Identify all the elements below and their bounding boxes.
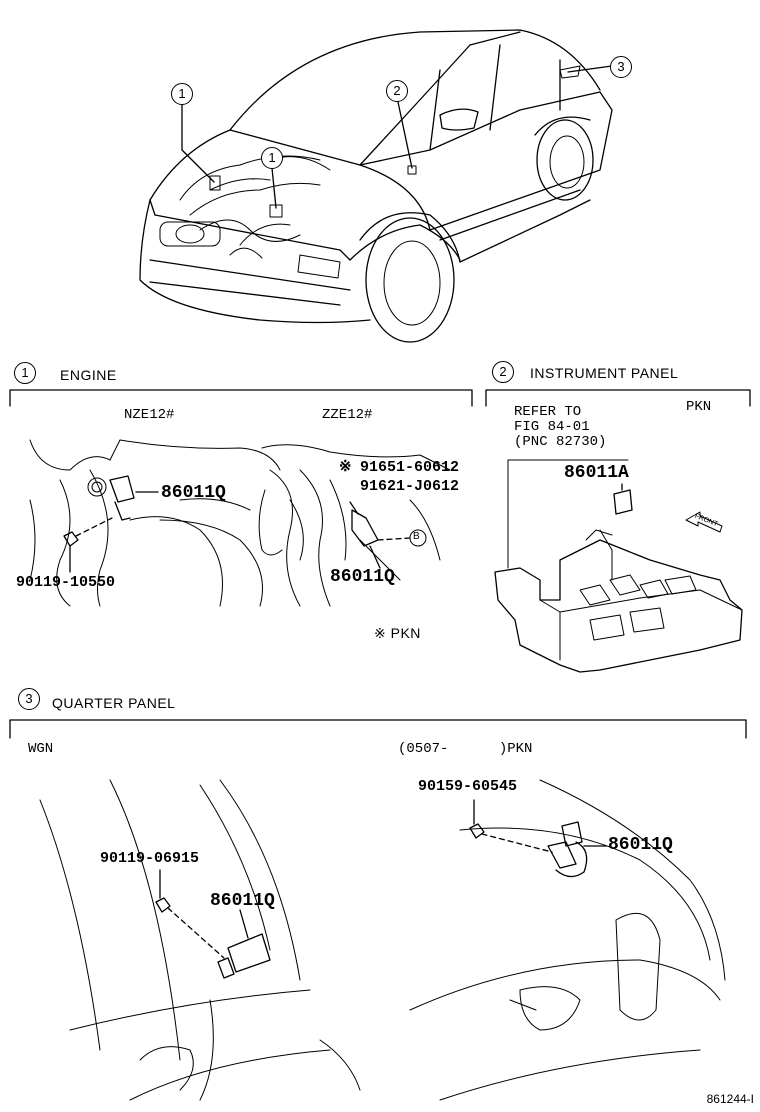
- section-frames: [9, 389, 751, 739]
- callout-1-top-left[interactable]: 1: [171, 83, 193, 105]
- engine-zze-b-mark: B: [413, 531, 420, 542]
- catalog-figure-code: 861244-I: [706, 1092, 754, 1106]
- callout-3-quarter[interactable]: 3: [610, 56, 632, 78]
- engine-zze-alt-part-1[interactable]: 91651-60612: [360, 459, 460, 476]
- quarter-panel-pkn-illustration: [409, 779, 726, 1101]
- engine-nze-part-86011q[interactable]: 86011Q: [161, 483, 226, 503]
- quarter-panel-pkn-part-86011q[interactable]: 86011Q: [608, 835, 673, 855]
- section-engine-number: 1: [14, 362, 36, 384]
- quarter-panel-wgn-label: WGN: [28, 741, 54, 757]
- instrument-panel-pkn-label: PKN: [686, 399, 712, 415]
- quarter-panel-wgn-illustration: [39, 779, 361, 1101]
- engine-zze-mark: ※: [339, 459, 352, 476]
- instrument-panel-refer-line-1: REFER TO: [514, 404, 582, 420]
- quarter-panel-pkn-bolt-part[interactable]: 90159-60545: [418, 778, 518, 795]
- instrument-panel-illustration: [494, 459, 743, 673]
- quarter-panel-pkn-date-label: (0507- )PKN: [398, 741, 533, 757]
- quarter-panel-wgn-bolt-part[interactable]: 90119-06915: [100, 850, 200, 867]
- engine-nze-illustration: [29, 439, 281, 607]
- section-engine-title: ENGINE: [60, 367, 117, 383]
- section-instrument-panel-title: INSTRUMENT PANEL: [530, 365, 679, 381]
- instrument-panel-part-86011a[interactable]: 86011A: [564, 463, 629, 483]
- section-instrument-panel-number: 2: [492, 361, 514, 383]
- engine-zze-label: ZZE12#: [322, 407, 373, 423]
- engine-zze-alt-part-2[interactable]: 91621-J0612: [360, 478, 460, 495]
- car-overview-illustration: [139, 29, 613, 343]
- quarter-panel-wgn-part-86011q[interactable]: 86011Q: [210, 891, 275, 911]
- engine-pkn-note: ※ PKN: [374, 625, 421, 641]
- callout-2-dash[interactable]: 2: [386, 80, 408, 102]
- instrument-panel-refer-line-3: (PNC 82730): [514, 434, 607, 450]
- engine-zze-illustration: [258, 444, 451, 607]
- engine-zze-part-86011q[interactable]: 86011Q: [330, 567, 395, 587]
- engine-nze-bolt-part[interactable]: 90119-10550: [16, 574, 116, 591]
- instrument-panel-refer-line-2[interactable]: FIG 84-01: [514, 419, 590, 435]
- engine-nze-label: NZE12#: [124, 407, 175, 423]
- section-quarter-panel-title: QUARTER PANEL: [52, 695, 176, 711]
- callout-1-engine[interactable]: 1: [261, 147, 283, 169]
- section-quarter-panel-number: 3: [18, 688, 40, 710]
